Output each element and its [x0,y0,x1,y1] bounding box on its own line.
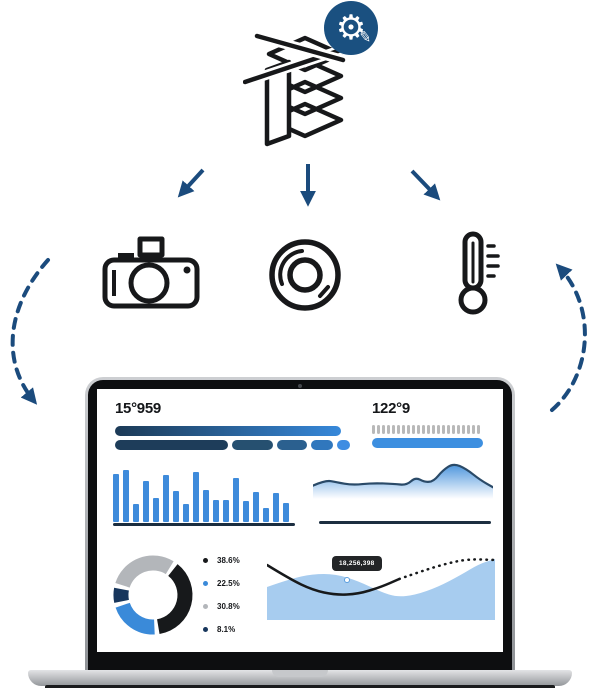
dot [442,425,445,434]
bar [143,481,149,522]
bar [203,489,209,522]
dot [477,425,480,434]
kpi-left-value: 15°959 [115,400,161,417]
bar [283,502,289,522]
dot [412,425,415,434]
legend-item: 22.5% [203,578,240,588]
kpi-right-value: 122°9 [372,400,410,417]
dot [467,425,470,434]
dot [457,425,460,434]
dot [372,425,375,434]
dashed-arc-left [10,258,50,405]
bar [173,490,179,522]
laptop-base [28,670,572,686]
dot [392,425,395,434]
donut-legend: 38.6% 22.5% 30.8% 8.1% [203,555,240,647]
segment [277,440,307,450]
gear-icon: ⚙ [335,9,367,47]
dashed-arc-right [550,263,587,412]
dot [417,425,420,434]
dot [387,425,390,434]
segment [337,440,350,450]
wave-tooltip: 18,256,398 [332,556,382,571]
legend-dot [203,626,208,632]
bar [243,501,249,522]
bar-chart-axis [113,523,295,526]
legend-label: 22.5% [217,578,240,588]
bar [193,471,199,522]
dot [432,425,435,434]
dot [427,425,430,434]
dot [472,425,475,434]
kpi-right-dotted-bar [372,425,480,434]
dot [382,425,385,434]
kpi-left-gradient-bar [115,426,341,436]
legend-label: 30.8% [217,601,240,611]
wave-marker-dot [344,577,350,583]
kpi-right-bar [372,438,483,448]
bar [153,497,159,522]
bar [273,493,279,522]
legend-dot [203,580,208,586]
bar [113,474,119,522]
arrow-down-right [410,169,441,201]
bar [213,499,219,522]
donut-chart [113,555,193,635]
laptop-screen: 15°959 122°9 38.6%22.5%30.8 [85,377,515,670]
dot [447,425,450,434]
legend-label: 8.1% [217,624,236,634]
thermometer-icon [458,231,500,315]
dot [462,425,465,434]
legend-dot [203,603,208,609]
legend-item: 30.8% [203,601,240,611]
bar [133,503,139,522]
laptop-shadow [45,685,555,688]
bar [163,475,169,522]
segment [115,440,228,450]
legend-dot [203,557,208,563]
flow-arrows [177,164,441,207]
kpi-left-segment-bar [115,440,350,450]
bar [233,477,239,522]
bar [263,508,269,522]
bar [223,499,229,522]
trend-area-chart [313,463,493,499]
camera-icon [102,236,200,309]
dot [397,425,400,434]
dot [452,425,455,434]
laptop-notch [272,670,328,677]
pencil-icon: ✎ [358,28,374,47]
trend-axis [319,521,491,524]
gear-badge: ⚙ ✎ [324,1,378,55]
wave-chart [267,558,495,620]
dot [422,425,425,434]
legend-label: 38.6% [217,555,240,565]
legend-item: 38.6% [203,555,240,565]
dashboard-display: 15°959 122°9 38.6%22.5%30.8 [97,389,503,652]
bar-chart [113,468,295,522]
bar [183,503,189,522]
bar [123,470,129,522]
dot [407,425,410,434]
dot [437,425,440,434]
webcam-dot [298,384,302,388]
laptop-bezel: 15°959 122°9 38.6%22.5%30.8 [88,380,512,670]
bar [253,491,259,522]
dot [377,425,380,434]
dot [402,425,405,434]
segment [232,440,273,450]
segment [311,440,333,450]
machine-lattice-icon [243,31,352,147]
disc-icon [269,239,341,311]
legend-item: 8.1% [203,624,240,634]
arrow-down-left [177,168,205,198]
